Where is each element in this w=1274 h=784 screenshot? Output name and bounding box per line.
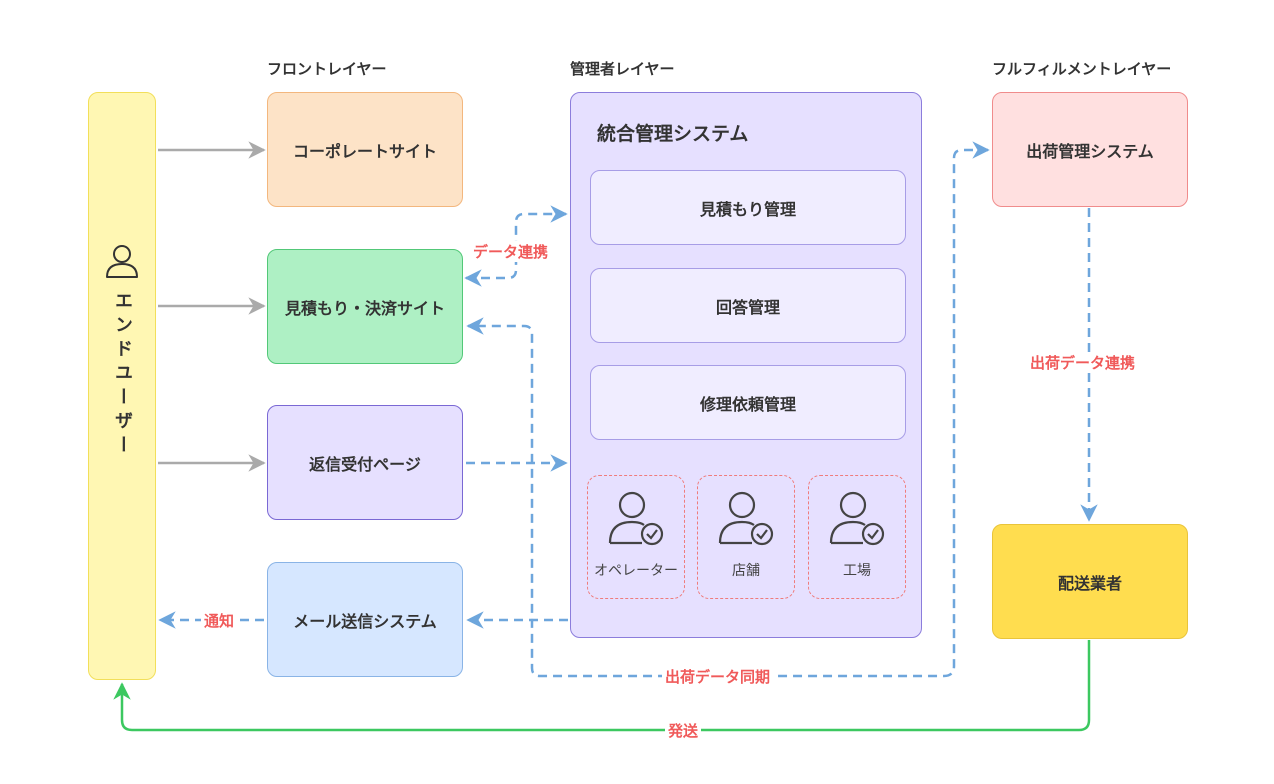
end-user-node: エンドユーザー [88,92,156,680]
role-store-label: 店舗 [732,563,760,579]
edge-label-shipping-data-sync: 出荷データ同期 [662,666,774,687]
edge-label-data-link: データ連携 [470,241,552,262]
carrier-node: 配送業者 [992,524,1188,639]
quote-payment-site-node: 見積もり・決済サイト [267,249,463,364]
edge-carrier-to-user [113,640,1091,732]
role-store: 店舗 [697,475,795,599]
module-repair-request-management: 修理依頼管理 [590,365,906,440]
verified-user-icon [608,491,664,546]
verified-user-icon [718,491,774,546]
role-factory: 工場 [808,475,906,599]
mail-system-node: メール送信システム [267,562,463,677]
edge-shipping-sync [466,141,990,678]
reply-page-node: 返信受付ページ [267,405,463,520]
edge-label-ship: 発送 [665,720,702,741]
module-answer-management: 回答管理 [590,268,906,343]
shipping-management-system-node: 出荷管理システム [992,92,1188,207]
corporate-site-node: コーポレートサイト [267,92,463,207]
end-user-label: エンドユーザー [112,291,133,459]
module-quote-management: 見積もり管理 [590,170,906,245]
verified-user-icon [829,491,885,546]
edge-label-notify: 通知 [201,610,238,631]
edge-label-shipping-data-link: 出荷データ連携 [1027,352,1139,373]
role-operator-label: オペレーター [594,563,678,579]
user-icon [106,245,138,278]
role-factory-label: 工場 [843,563,871,579]
role-operator: オペレーター [587,475,685,599]
layer-title-admin: 管理者レイヤー [570,60,675,78]
admin-system-title: 統合管理システム [597,123,749,145]
layer-title-fulfillment: フルフィルメントレイヤー [992,60,1172,78]
layer-title-front: フロントレイヤー [267,60,387,78]
